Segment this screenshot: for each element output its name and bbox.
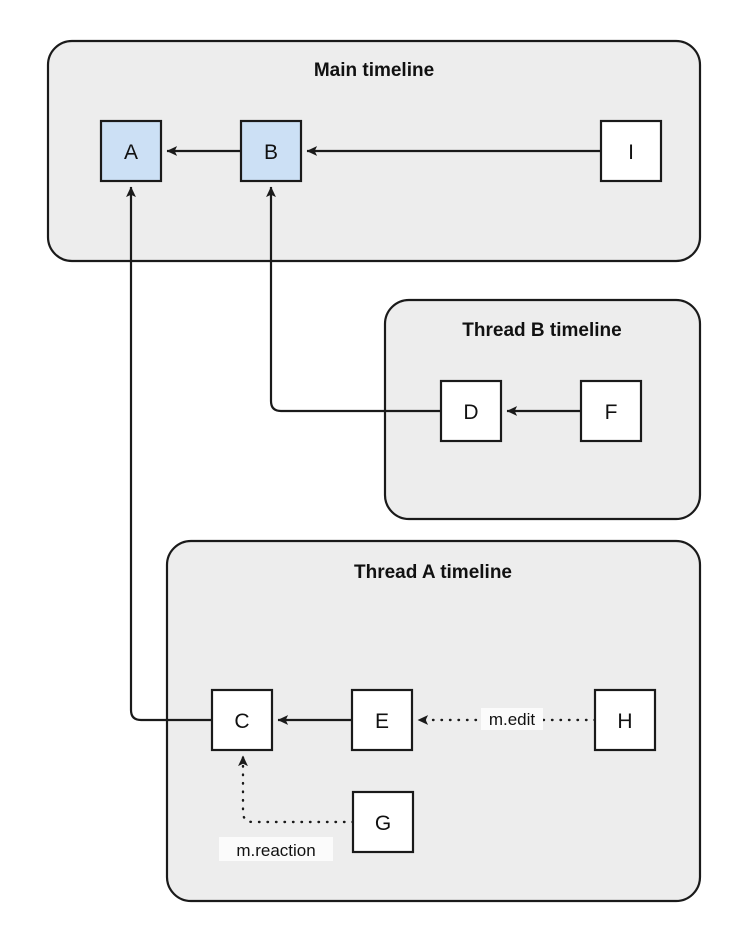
- nodes-layer: A B I D F C E H G: [99, 119, 663, 854]
- event-node-G: [351, 790, 415, 854]
- event-node-F: [579, 379, 643, 443]
- event-node-label-C: C: [234, 710, 249, 733]
- group-container-thread-b: [383, 298, 702, 521]
- event-node-I: [599, 119, 663, 183]
- event-node-A: [99, 119, 163, 183]
- edge-labels-layer: m.edit m.reaction: [219, 708, 543, 861]
- event-node-label-D: D: [463, 401, 478, 424]
- event-node-D: [439, 379, 503, 443]
- event-node-label-E: E: [375, 710, 389, 733]
- event-node-label-F: F: [605, 401, 618, 424]
- edges-layer: [126, 146, 601, 824]
- event-node-E: [350, 688, 414, 752]
- edge-label-background-H-to-E: [481, 708, 543, 730]
- edge-label-background-G-to-C: [219, 837, 333, 861]
- event-node-label-B: B: [264, 141, 278, 164]
- edge-label-H-to-E: m.edit: [489, 710, 536, 729]
- event-node-label-A: A: [124, 141, 138, 164]
- event-node-B: [239, 119, 303, 183]
- event-node-H: [593, 688, 657, 752]
- group-title-thread-b: Thread B timeline: [462, 320, 621, 341]
- edge-label-G-to-C: m.reaction: [236, 841, 315, 860]
- edge-D-to-B: [266, 186, 441, 413]
- edge-C-to-A: [126, 186, 212, 722]
- group-title-main: Main timeline: [314, 60, 434, 81]
- event-node-C: [210, 688, 274, 752]
- event-node-label-H: H: [617, 710, 632, 733]
- group-title-thread-a: Thread A timeline: [354, 562, 512, 583]
- event-node-label-G: G: [375, 812, 391, 835]
- event-node-label-I: I: [628, 141, 634, 164]
